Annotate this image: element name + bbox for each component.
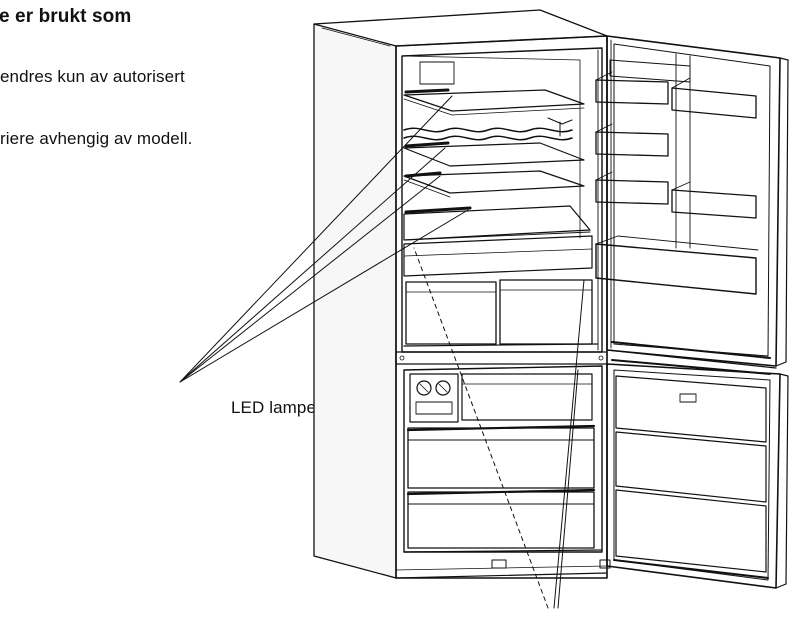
freezer-compartment: [396, 366, 607, 570]
compartment-divider: [396, 352, 607, 364]
body-text-line-2: riere avhengig av modell.: [0, 129, 193, 148]
heading-text: e er brukt som: [0, 6, 132, 27]
led-leader-lines: [180, 96, 468, 382]
dashed-leader-lines: [414, 248, 584, 608]
fridge-door: [596, 36, 788, 366]
freezer-door: [600, 350, 788, 588]
fridge-compartment: [402, 48, 602, 352]
body-text-line-1: endres kun av autorisert: [0, 67, 185, 86]
cabinet-body: [314, 10, 607, 578]
